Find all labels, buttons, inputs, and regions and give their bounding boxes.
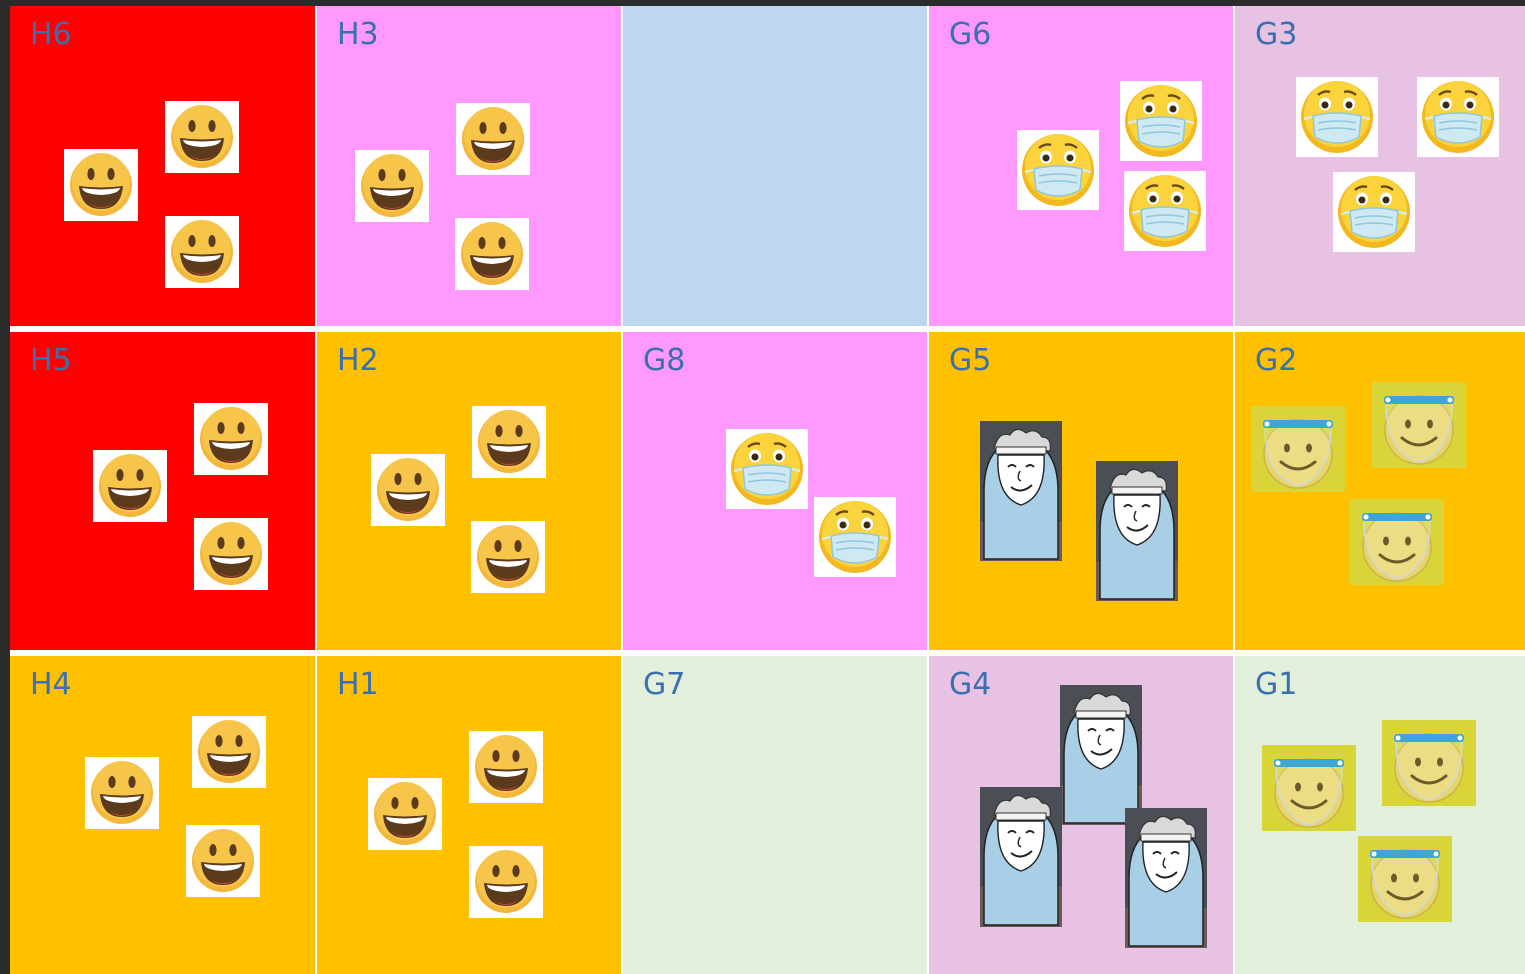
cell-h3: H3 (317, 6, 621, 326)
smiley-icon (368, 778, 442, 850)
masked-face-icon (1120, 81, 1202, 161)
smiley-icon (455, 218, 529, 290)
cell-g8: G8 (623, 332, 927, 650)
cell-g3: G3 (1235, 6, 1525, 326)
cell-label: H3 (337, 20, 379, 50)
cell-label: G4 (949, 670, 991, 700)
face-shield-smiley-icon (1262, 745, 1356, 831)
cell-h4: H4 (10, 656, 315, 974)
face-shield-person-icon (1096, 461, 1178, 601)
masked-face-icon (1017, 130, 1099, 210)
smiley-icon (165, 216, 239, 288)
smiley-icon (186, 825, 260, 897)
smiley-icon (469, 846, 543, 918)
smiley-icon (85, 757, 159, 829)
masked-face-icon (814, 497, 896, 577)
face-shield-person-icon (980, 421, 1062, 561)
smiley-icon (469, 731, 543, 803)
smiley-icon (165, 101, 239, 173)
cell-label: G8 (643, 346, 685, 376)
cell-label: G3 (1255, 20, 1297, 50)
smiley-icon (194, 518, 268, 590)
smiley-icon (192, 716, 266, 788)
cell-h1: H1 (317, 656, 621, 974)
masked-face-icon (1124, 171, 1206, 251)
face-shield-smiley-icon (1382, 720, 1476, 806)
face-shield-smiley-icon (1251, 406, 1345, 492)
cell-label: G1 (1255, 670, 1297, 700)
face-shield-person-icon (980, 787, 1062, 927)
cell-g1: G1 (1235, 656, 1525, 974)
cell-h5: H5 (10, 332, 315, 650)
masked-face-icon (1296, 77, 1378, 157)
cell-h2: H2 (317, 332, 621, 650)
cell-label: G7 (643, 670, 685, 700)
face-shield-smiley-icon (1358, 836, 1452, 922)
cell-g4: G4 (929, 656, 1233, 974)
face-shield-smiley-icon (1372, 382, 1466, 468)
cell-label: H5 (30, 346, 72, 376)
face-shield-person-icon (1125, 808, 1207, 948)
grid-board: H6 H3 G6 G3 H5 H2 G8 (10, 6, 1525, 974)
masked-face-icon (1417, 77, 1499, 157)
smiley-icon (472, 406, 546, 478)
cell-empty (623, 6, 927, 326)
smiley-icon (471, 521, 545, 593)
smiley-icon (64, 149, 138, 221)
cell-label: H1 (337, 670, 379, 700)
cell-g7: G7 (623, 656, 927, 974)
cell-label: H2 (337, 346, 379, 376)
cell-g5: G5 (929, 332, 1233, 650)
masked-face-icon (726, 429, 808, 509)
cell-label: G6 (949, 20, 991, 50)
smiley-icon (456, 103, 530, 175)
cell-label: H4 (30, 670, 72, 700)
cell-h6: H6 (10, 6, 315, 326)
smiley-icon (355, 150, 429, 222)
smiley-icon (371, 454, 445, 526)
smiley-icon (194, 403, 268, 475)
smiley-icon (93, 450, 167, 522)
face-shield-smiley-icon (1350, 499, 1444, 585)
cell-label: G2 (1255, 346, 1297, 376)
cell-label: H6 (30, 20, 72, 50)
masked-face-icon (1333, 172, 1415, 252)
face-shield-person-icon (1060, 685, 1142, 825)
cell-g2: G2 (1235, 332, 1525, 650)
cell-g6: G6 (929, 6, 1233, 326)
cell-label: G5 (949, 346, 991, 376)
